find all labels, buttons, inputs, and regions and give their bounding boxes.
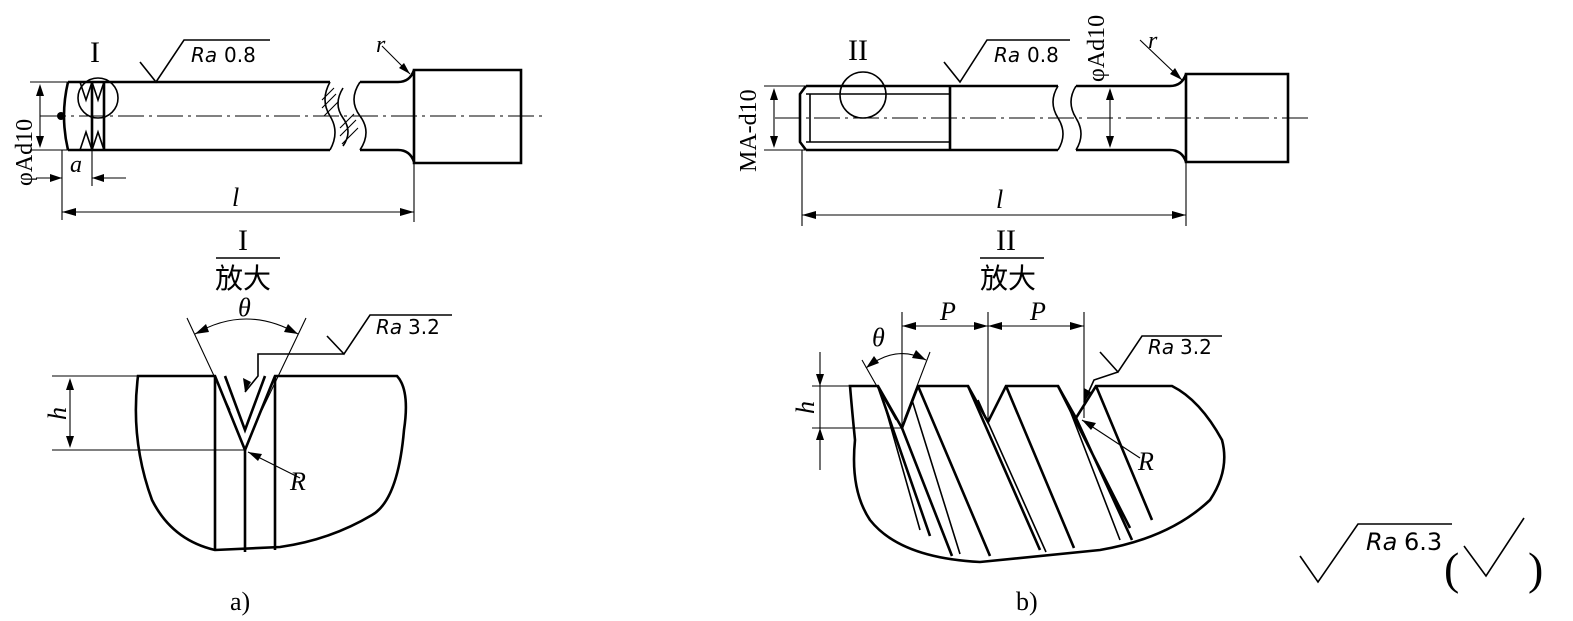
- view-b-thread-dim-arrows: [770, 88, 778, 148]
- view-b-diameter-arrows: [1106, 88, 1114, 148]
- view-a-section-mark: I: [238, 224, 248, 257]
- view-b-section-mark: II: [996, 224, 1016, 257]
- view-b-section-caption: 放大: [980, 263, 1036, 295]
- view-b-pitch-2: P: [1029, 297, 1046, 326]
- view-a-detail-mark: I: [90, 36, 100, 69]
- general-roughness-prefix: Ra: [1366, 528, 1397, 556]
- view-a-groove-width-dim: [36, 150, 126, 220]
- view-b-thread-angle: θ: [872, 323, 885, 352]
- general-roughness-close-paren: ): [1528, 543, 1543, 594]
- view-a-section-roughness-arrow: [243, 378, 251, 392]
- view-b-length: l: [996, 185, 1003, 214]
- view-a-break-hatch: [321, 87, 359, 145]
- view-b-pitch-1: P: [939, 297, 956, 326]
- general-roughness-check: [1463, 517, 1525, 578]
- view-a-groove-radius: R: [289, 467, 306, 496]
- view-b: II Ra 0.8 MA-d10 φAd10 r l II 放大 θ: [736, 15, 1308, 616]
- view-a-length: l: [232, 183, 239, 212]
- general-roughness-open-paren: (: [1444, 543, 1459, 594]
- view-a-diameter-dim-text: φAd10: [12, 119, 38, 186]
- view-b-fillet-radius: r: [1148, 28, 1158, 54]
- view-a-center-dot: [57, 112, 65, 120]
- view-b-detail-circle: [839, 71, 887, 119]
- view-a-detail-circle: [77, 77, 119, 119]
- view-a-groove: [79, 81, 105, 151]
- view-a-section-roughness-prefix: Ra: [376, 315, 402, 339]
- view-a: I Ra 0.8 r φAd10 a l I 放大 θ R: [12, 32, 545, 616]
- view-b-pitch-dims: [901, 312, 1085, 428]
- view-b-pitch-arrows: [902, 322, 1084, 330]
- view-a-angle-arrows: [195, 324, 298, 334]
- view-b-caption: b): [1016, 587, 1038, 616]
- view-b-section-roughness-arrow: [1084, 388, 1091, 402]
- general-roughness-symbol: [1299, 523, 1452, 584]
- view-a-section-roughness-value: 3.2: [408, 315, 440, 339]
- view-a-section-caption: 放大: [215, 263, 271, 295]
- view-a-roughness-prefix: Ra: [191, 43, 217, 67]
- view-a-section-outline: [134, 374, 408, 552]
- view-b-thread-depth: h: [791, 401, 820, 414]
- view-a-depth-dim: [52, 375, 245, 451]
- general-roughness: Ra 6.3 ( ): [1299, 517, 1543, 594]
- general-roughness-value: 6.3: [1404, 528, 1442, 556]
- view-b-section-outline: [848, 384, 1226, 564]
- view-b-fillet-arrow: [1170, 68, 1182, 80]
- view-b-angle-arrows: [866, 350, 926, 368]
- view-b-thread-flanks: [876, 385, 1154, 557]
- view-b-diameter-dim-text: φAd10: [1084, 15, 1110, 82]
- view-a-roughness-symbol: [139, 39, 270, 84]
- view-b-thread-lines: [806, 93, 950, 143]
- view-a-section-roughness: [244, 314, 452, 393]
- view-a-section-groove-lines: [213, 375, 277, 552]
- view-b-length-dim: [801, 150, 1187, 226]
- view-a-groove-angle: θ: [238, 293, 251, 322]
- view-b-thread-dim-text: MA-d10: [736, 89, 762, 172]
- view-b-section-roughness-prefix: Ra: [1148, 335, 1174, 359]
- view-b-detail-mark: II: [848, 34, 868, 67]
- view-b-radius-arrow: [1082, 420, 1096, 430]
- view-b-roughness-value: 0.8: [1027, 43, 1059, 67]
- view-b-section-roughness-value: 3.2: [1180, 335, 1212, 359]
- view-a-fillet-arrow: [399, 63, 410, 74]
- view-a-radius-arrow: [248, 452, 262, 461]
- view-a-caption: a): [230, 587, 250, 616]
- view-a-length-dim: [62, 163, 415, 222]
- view-b-roughness-prefix: Ra: [994, 43, 1020, 67]
- view-a-fillet-radius: r: [376, 32, 386, 58]
- view-b-thread-radius: R: [1137, 447, 1154, 476]
- view-b-roughness-symbol: [943, 39, 1070, 84]
- view-a-groove-width: a: [70, 152, 82, 178]
- view-b-thread-flanks-thin: [885, 399, 1121, 555]
- view-b-angle-lines: [861, 351, 931, 421]
- view-a-groove-depth: h: [43, 407, 72, 420]
- view-a-groove-width-arrows: [50, 174, 104, 182]
- view-b-depth-dim: [812, 352, 902, 470]
- view-a-roughness-value: 0.8: [224, 43, 256, 67]
- view-a-angle-lines: [186, 317, 307, 411]
